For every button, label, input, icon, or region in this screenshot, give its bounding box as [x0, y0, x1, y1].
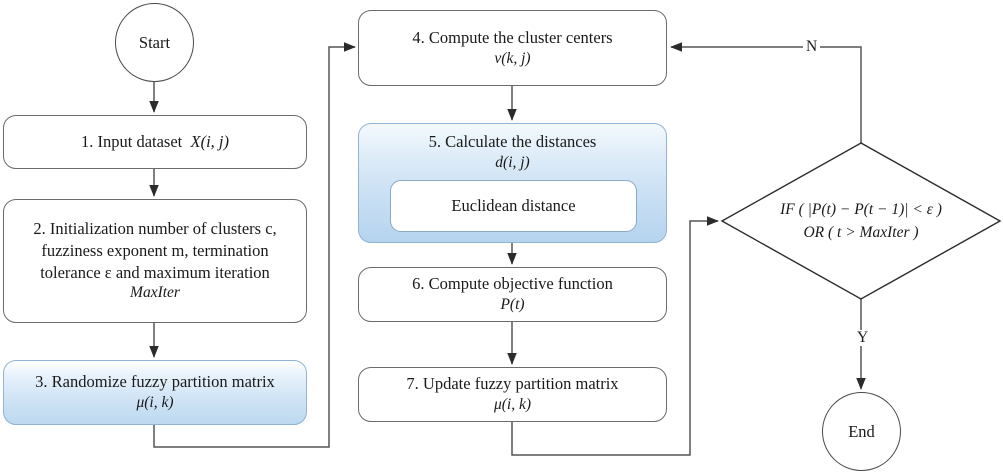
step-6-line-2: P(t): [500, 296, 525, 314]
step-1-line-1: 1. Input dataset: [80, 132, 183, 152]
euclidean-distance-label: Euclidean distance: [451, 196, 576, 215]
edge-decision-no-to-4: [670, 42, 862, 143]
decision-line-1: IF ( |P(t) − P(t − 1)| < ε ): [780, 200, 942, 218]
step-1-formula: X(i, j): [190, 132, 230, 152]
step-3-line-1: 3. Randomize fuzzy partition matrix: [35, 372, 275, 392]
start-label: Start: [138, 32, 171, 52]
euclidean-distance-subprocess[interactable]: Euclidean distance: [390, 180, 637, 232]
step-7-line-1: 7. Update fuzzy partition matrix: [406, 374, 619, 394]
edge-label-no: N: [803, 39, 821, 55]
decision-node[interactable]: IF ( |P(t) − P(t − 1)| < ε ) OR ( t > Ma…: [722, 143, 1000, 299]
step-3-randomize-partition-matrix[interactable]: 3. Randomize fuzzy partition matrix μ(i,…: [3, 360, 307, 425]
step-5-line-1: 5. Calculate the distances: [428, 132, 597, 151]
step-3-line-2: μ(i, k): [136, 394, 174, 412]
edge-label-yes: Y: [854, 330, 872, 346]
step-2-line-2: fuzziness exponent m, termination: [41, 240, 269, 260]
step-4-line-1: 4. Compute the cluster centers: [412, 27, 613, 47]
step-7-line-2: μ(i, k): [493, 396, 532, 414]
step-1-text: 1. Input dataset X(i, j): [81, 131, 229, 153]
step-7-update-partition-matrix[interactable]: 7. Update fuzzy partition matrix μ(i, k): [358, 367, 667, 422]
step-4-compute-cluster-centers[interactable]: 4. Compute the cluster centers v(k, j): [358, 10, 667, 86]
decision-line-2: OR ( t > MaxIter ): [803, 224, 919, 241]
step-5-line-2: d(i, j): [495, 153, 530, 171]
step-6-compute-objective-function[interactable]: 6. Compute objective function P(t): [358, 267, 667, 322]
start-node[interactable]: Start: [115, 3, 194, 82]
step-4-line-2: v(k, j): [494, 49, 531, 67]
end-node[interactable]: End: [822, 392, 901, 471]
step-2-line-1: 2. Initialization number of clusters c,: [33, 219, 277, 239]
end-label: End: [848, 421, 875, 441]
step-2-line-3: tolerance ε and maximum iteration: [40, 262, 270, 282]
decision-text: IF ( |P(t) − P(t − 1)| < ε ) OR ( t > Ma…: [780, 198, 942, 245]
step-1-input-dataset[interactable]: 1. Input dataset X(i, j): [3, 115, 307, 169]
step-6-line-1: 6. Compute objective function: [412, 274, 613, 294]
step-2-initialization[interactable]: 2. Initialization number of clusters c, …: [3, 199, 307, 323]
step-2-line-4: MaxIter: [130, 284, 180, 302]
